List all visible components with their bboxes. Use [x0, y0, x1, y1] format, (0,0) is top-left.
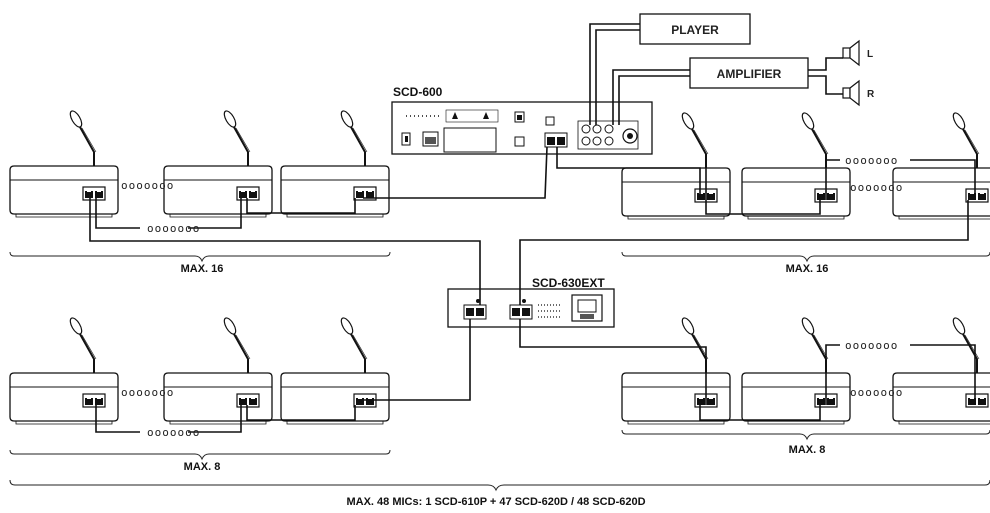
svg-text:ooooooo: ooooooo	[121, 179, 174, 192]
scd-630ext-label: SCD-630EXT	[532, 276, 605, 290]
svg-text:ooooooo: ooooooo	[850, 386, 903, 399]
mic-units-top-left	[9, 108, 390, 218]
speaker-right-icon	[842, 80, 860, 106]
player-label: PLAYER	[671, 23, 719, 37]
svg-text:ooooooo: ooooooo	[845, 339, 898, 352]
scd-600-unit	[391, 101, 653, 155]
footer-capacity-label: MAX. 48 MICs: 1 SCD-610P + 47 SCD-620D /…	[346, 496, 645, 508]
mic-unit	[9, 108, 119, 218]
mic-units-top-right	[621, 110, 990, 220]
mic-unit	[163, 315, 273, 425]
amplifier-label: AMPLIFIER	[717, 67, 782, 81]
mic-units-bottom-left	[9, 315, 390, 425]
mic-unit	[621, 315, 731, 425]
mic-unit	[163, 108, 273, 218]
svg-text:ooooooo: ooooooo	[845, 154, 898, 167]
svg-text:ooooooo: ooooooo	[121, 386, 174, 399]
group-brackets	[9, 251, 990, 492]
mic-unit	[280, 315, 390, 425]
svg-text:ooooooo: ooooooo	[147, 222, 200, 235]
group-bottom-left-label: MAX. 8	[184, 461, 221, 473]
scd-600-label: SCD-600	[393, 85, 443, 99]
mic-unit	[741, 110, 851, 220]
cable-wiring	[89, 23, 976, 433]
player-box	[639, 13, 751, 45]
scd-630ext-unit	[447, 288, 615, 328]
continuation-dots: ooooooo ooooooo ooooooo ooooooo ooooooo …	[121, 154, 903, 439]
group-top-right-label: MAX. 16	[786, 263, 829, 275]
speaker-right-label: R	[867, 89, 875, 100]
mic-unit	[280, 108, 390, 218]
speaker-left-icon	[842, 40, 860, 66]
svg-text:ooooooo: ooooooo	[850, 181, 903, 194]
svg-text:ooooooo: ooooooo	[147, 426, 200, 439]
group-top-left-label: MAX. 16	[181, 263, 224, 275]
group-bottom-right-label: MAX. 8	[789, 444, 826, 456]
amplifier-box	[689, 57, 809, 89]
mic-units-bottom-right	[621, 315, 990, 425]
speaker-left-label: L	[867, 49, 873, 60]
mic-unit	[741, 315, 851, 425]
mic-unit	[9, 315, 119, 425]
